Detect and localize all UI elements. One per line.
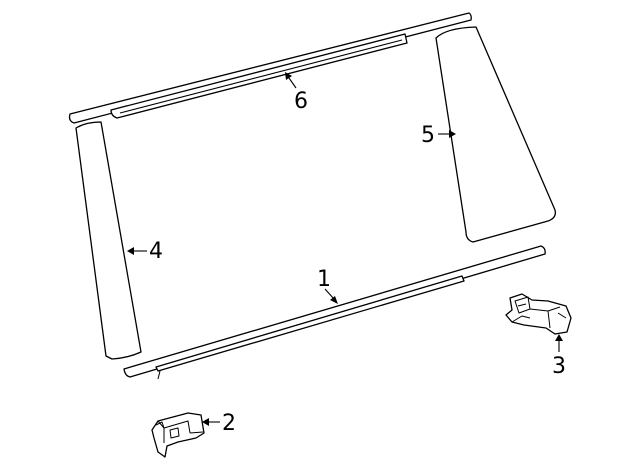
callout-1: 1 bbox=[317, 267, 331, 292]
leader-5 bbox=[438, 130, 456, 138]
leader-1 bbox=[324, 288, 338, 304]
leader-3 bbox=[555, 334, 563, 352]
part-1-lower-molding[interactable] bbox=[123, 245, 546, 380]
part-3-bracket-clip[interactable] bbox=[505, 293, 572, 335]
callout-5: 5 bbox=[421, 123, 435, 148]
leader-4 bbox=[127, 247, 147, 255]
callout-3: 3 bbox=[552, 354, 566, 379]
part-2-bracket-clip[interactable] bbox=[151, 412, 205, 458]
part-6-upper-molding[interactable] bbox=[68, 12, 472, 124]
callout-2: 2 bbox=[222, 411, 236, 436]
callout-6: 6 bbox=[294, 89, 308, 114]
leader-6 bbox=[285, 72, 297, 89]
part-4-left-glass-strip[interactable] bbox=[75, 121, 142, 360]
callout-4: 4 bbox=[149, 239, 163, 264]
leader-2 bbox=[202, 418, 220, 426]
part-5-right-glass-panel[interactable] bbox=[435, 26, 556, 243]
